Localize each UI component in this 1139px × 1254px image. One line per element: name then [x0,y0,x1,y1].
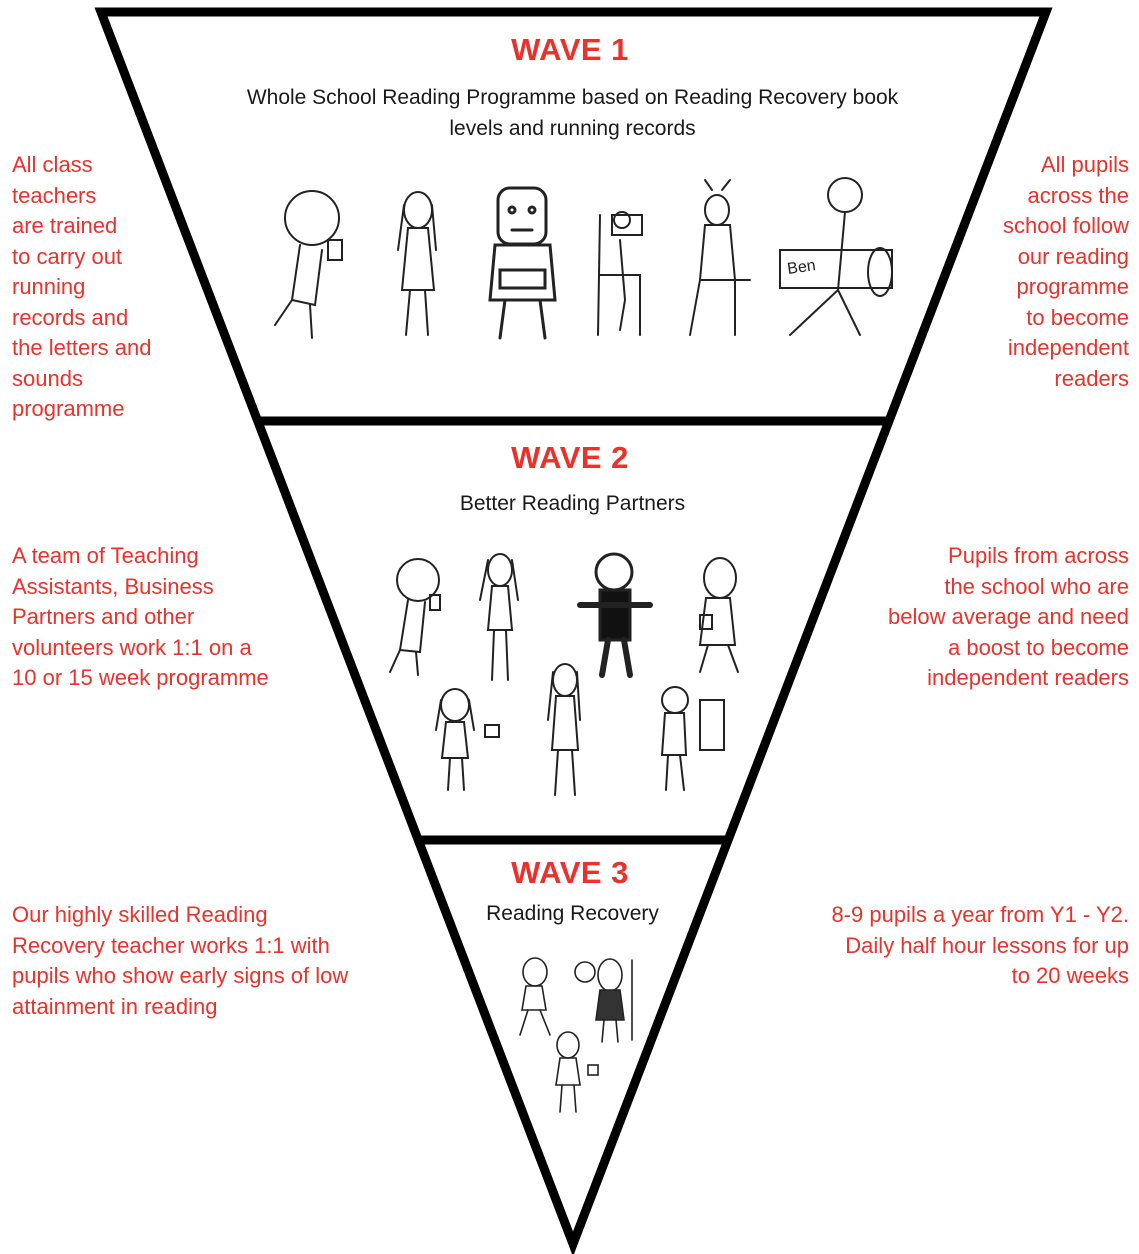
child-drawing [479,553,519,681]
child-drawing [698,557,739,673]
wave2-children-drawings [389,552,739,796]
child-drawing [555,1031,599,1113]
child-drawing [397,191,437,336]
wave1-subtitle: Whole School Reading Programme based on … [246,86,899,140]
funnel-outline [94,7,1053,1254]
wave2-subtitle: Better Reading Partners [459,492,686,515]
wave2-title: WAVE 2 [511,440,629,475]
child-drawing [597,211,643,336]
wave1-right-note: All pupils across the school follow our … [1003,152,1129,391]
wave3-left-note: Our highly skilled Reading Recovery teac… [12,902,349,1019]
child-drawing [389,558,441,676]
child-drawing [274,190,343,339]
child-drawing [547,663,581,796]
child-drawing [577,552,653,678]
child-drawing [660,686,725,791]
wave1-title: WAVE 1 [511,32,629,67]
wave1-left-note: All class teachers are trained to carry … [12,152,152,421]
child-drawing [488,186,557,340]
child-drawing [574,958,633,1043]
drawing-label-ben: Ben [786,257,817,278]
wave3-subtitle: Reading Recovery [486,902,659,925]
wave3-children-drawings [519,957,633,1113]
child-drawing [779,177,893,336]
wave3-title: WAVE 3 [511,855,629,890]
wave1-children-drawings [274,177,893,340]
child-drawing [435,688,500,791]
child-drawing [689,179,751,336]
wave2-left-note: A team of Teaching Assistants, Business … [12,543,269,690]
child-drawing [519,957,551,1036]
wave3-right-note: 8-9 pupils a year from Y1 - Y2. Daily ha… [831,902,1129,988]
wave2-right-note: Pupils from across the school who are be… [888,543,1129,690]
